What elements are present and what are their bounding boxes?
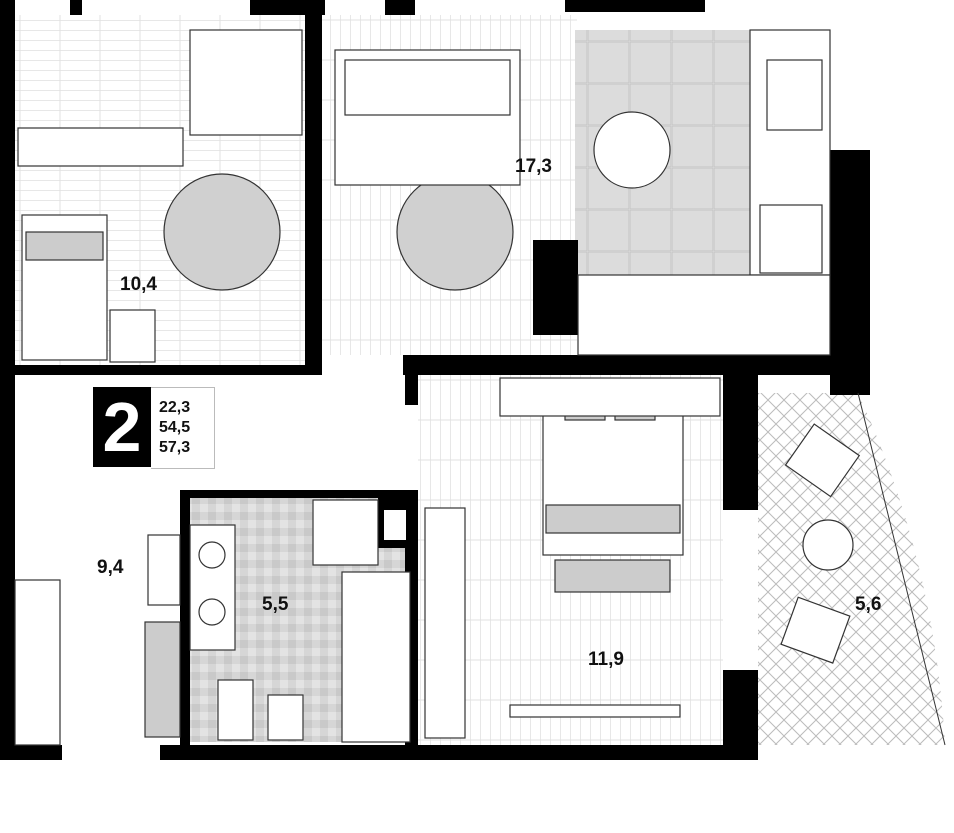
rug-bedroom-1 xyxy=(163,173,281,291)
armchair-1 xyxy=(784,423,861,498)
apartment-badge: 2 22,3 54,5 57,3 xyxy=(93,387,215,469)
wardrobe xyxy=(17,127,184,167)
shoe-rack xyxy=(147,534,181,606)
total-area: 54,5 xyxy=(159,419,191,436)
room-area-label: 10,4 xyxy=(120,274,157,295)
room-area-label: 9,4 xyxy=(97,557,124,578)
balcony-floor xyxy=(758,393,945,745)
balcony-table xyxy=(802,519,854,571)
room-area-label: 11,9 xyxy=(588,649,624,670)
bathtub xyxy=(341,571,411,743)
furniture xyxy=(14,29,861,746)
room-area-label: 5,5 xyxy=(262,594,289,615)
sink xyxy=(766,59,823,131)
bidet xyxy=(267,694,304,741)
room-area-label: 5,6 xyxy=(855,594,881,615)
washer xyxy=(312,499,379,566)
toilet xyxy=(217,679,254,741)
wardrobe-2 xyxy=(424,507,466,739)
rug-living xyxy=(396,173,514,291)
washbasin-counter xyxy=(189,524,236,651)
bench xyxy=(554,559,671,593)
nightstand xyxy=(109,309,156,363)
headboard xyxy=(499,377,721,417)
rooms-count: 2 xyxy=(93,387,151,467)
living-area: 22,3 xyxy=(159,399,191,416)
walls xyxy=(0,0,870,760)
hall-wardrobe xyxy=(14,579,61,746)
room-area-label: 17,3 xyxy=(515,156,552,177)
dining-table xyxy=(593,111,671,189)
hall-bench xyxy=(144,621,181,738)
armchair-2 xyxy=(780,596,851,664)
desk xyxy=(189,29,303,136)
tv-bedroom-2 xyxy=(509,704,681,718)
total-area-with-balcony: 57,3 xyxy=(159,439,191,456)
stove xyxy=(759,204,823,274)
area-list: 22,3 54,5 57,3 xyxy=(151,387,215,469)
